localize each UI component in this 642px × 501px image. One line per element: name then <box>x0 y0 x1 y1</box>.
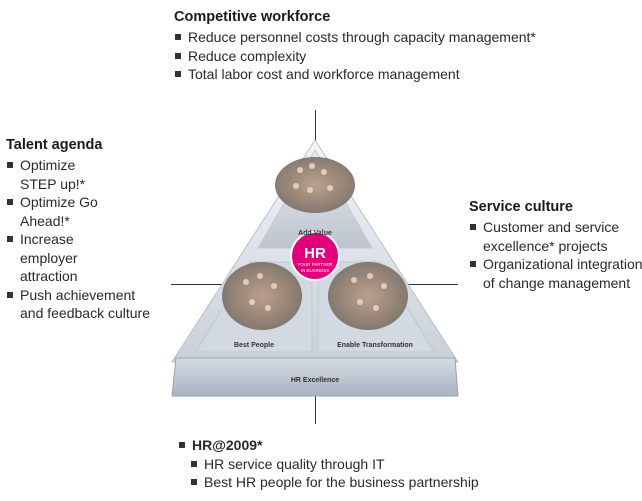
service-culture-heading: Service culture <box>469 199 573 215</box>
list-item: Total labor cost and workforce managemen… <box>174 65 614 84</box>
list-item: Customer and service excellence* project… <box>469 218 642 255</box>
competitive-workforce-list: Reduce personnel costs through capacity … <box>174 28 614 84</box>
list-item: Best HR people for the business partners… <box>190 473 618 492</box>
talent-agenda-list: Optimize STEP up!* Optimize Go Ahead!* I… <box>6 156 156 323</box>
list-item: Increase employer attraction <box>6 230 110 286</box>
list-item: Optimize Go Ahead!* <box>6 193 100 230</box>
hr-badge <box>290 231 340 281</box>
connector-bottom <box>315 396 316 424</box>
hr-excellence-label: HR Excellence <box>291 377 339 384</box>
pyramid-left-section <box>195 261 313 353</box>
competitive-workforce-section: Competitive workforce Reduce personnel c… <box>174 9 614 84</box>
hr-badge-logo: HR <box>304 245 326 262</box>
pyramid-outer <box>171 139 459 363</box>
enable-transformation-label: Enable Transformation <box>337 342 413 349</box>
connector-top <box>315 110 316 142</box>
list-item: HR service quality through IT <box>190 455 618 474</box>
list-item: Reduce complexity <box>174 47 614 66</box>
crowd-left <box>222 262 302 330</box>
crowd-right <box>328 262 408 330</box>
pyramid-right-section <box>317 261 435 353</box>
list-item: Organizational integration of change man… <box>469 255 642 292</box>
best-people-label: Best People <box>234 342 274 349</box>
hr-badge-tagline-1: YOUR PARTNER <box>297 262 333 267</box>
hr2009-heading-list: HR@2009* <box>178 436 618 455</box>
pyramid-top-section <box>257 149 373 249</box>
competitive-workforce-heading: Competitive workforce <box>174 9 331 25</box>
hr-badge-tagline-2: IN BUSINESS <box>301 268 330 273</box>
list-item: Reduce personnel costs through capacity … <box>174 28 614 47</box>
hr2009-list: HR service quality through IT Best HR pe… <box>178 455 618 492</box>
connector-right <box>398 284 458 285</box>
list-item: Push achievement and feedback culture <box>6 286 160 323</box>
talent-agenda-heading: Talent agenda <box>6 137 103 153</box>
connector-left <box>171 284 239 285</box>
hr2009-heading: HR@2009* <box>178 436 618 455</box>
crowd-top <box>275 157 355 213</box>
service-culture-section: Service culture Customer and service exc… <box>469 199 642 292</box>
add-value-label: Add Value <box>298 230 332 237</box>
hr2009-section: HR@2009* HR service quality through IT B… <box>178 436 618 492</box>
list-item: Optimize STEP up!* <box>6 156 100 193</box>
service-culture-list: Customer and service excellence* project… <box>469 218 642 292</box>
pyramid-base-band <box>171 357 459 397</box>
talent-agenda-section: Talent agenda Optimize STEP up!* Optimiz… <box>6 137 156 323</box>
